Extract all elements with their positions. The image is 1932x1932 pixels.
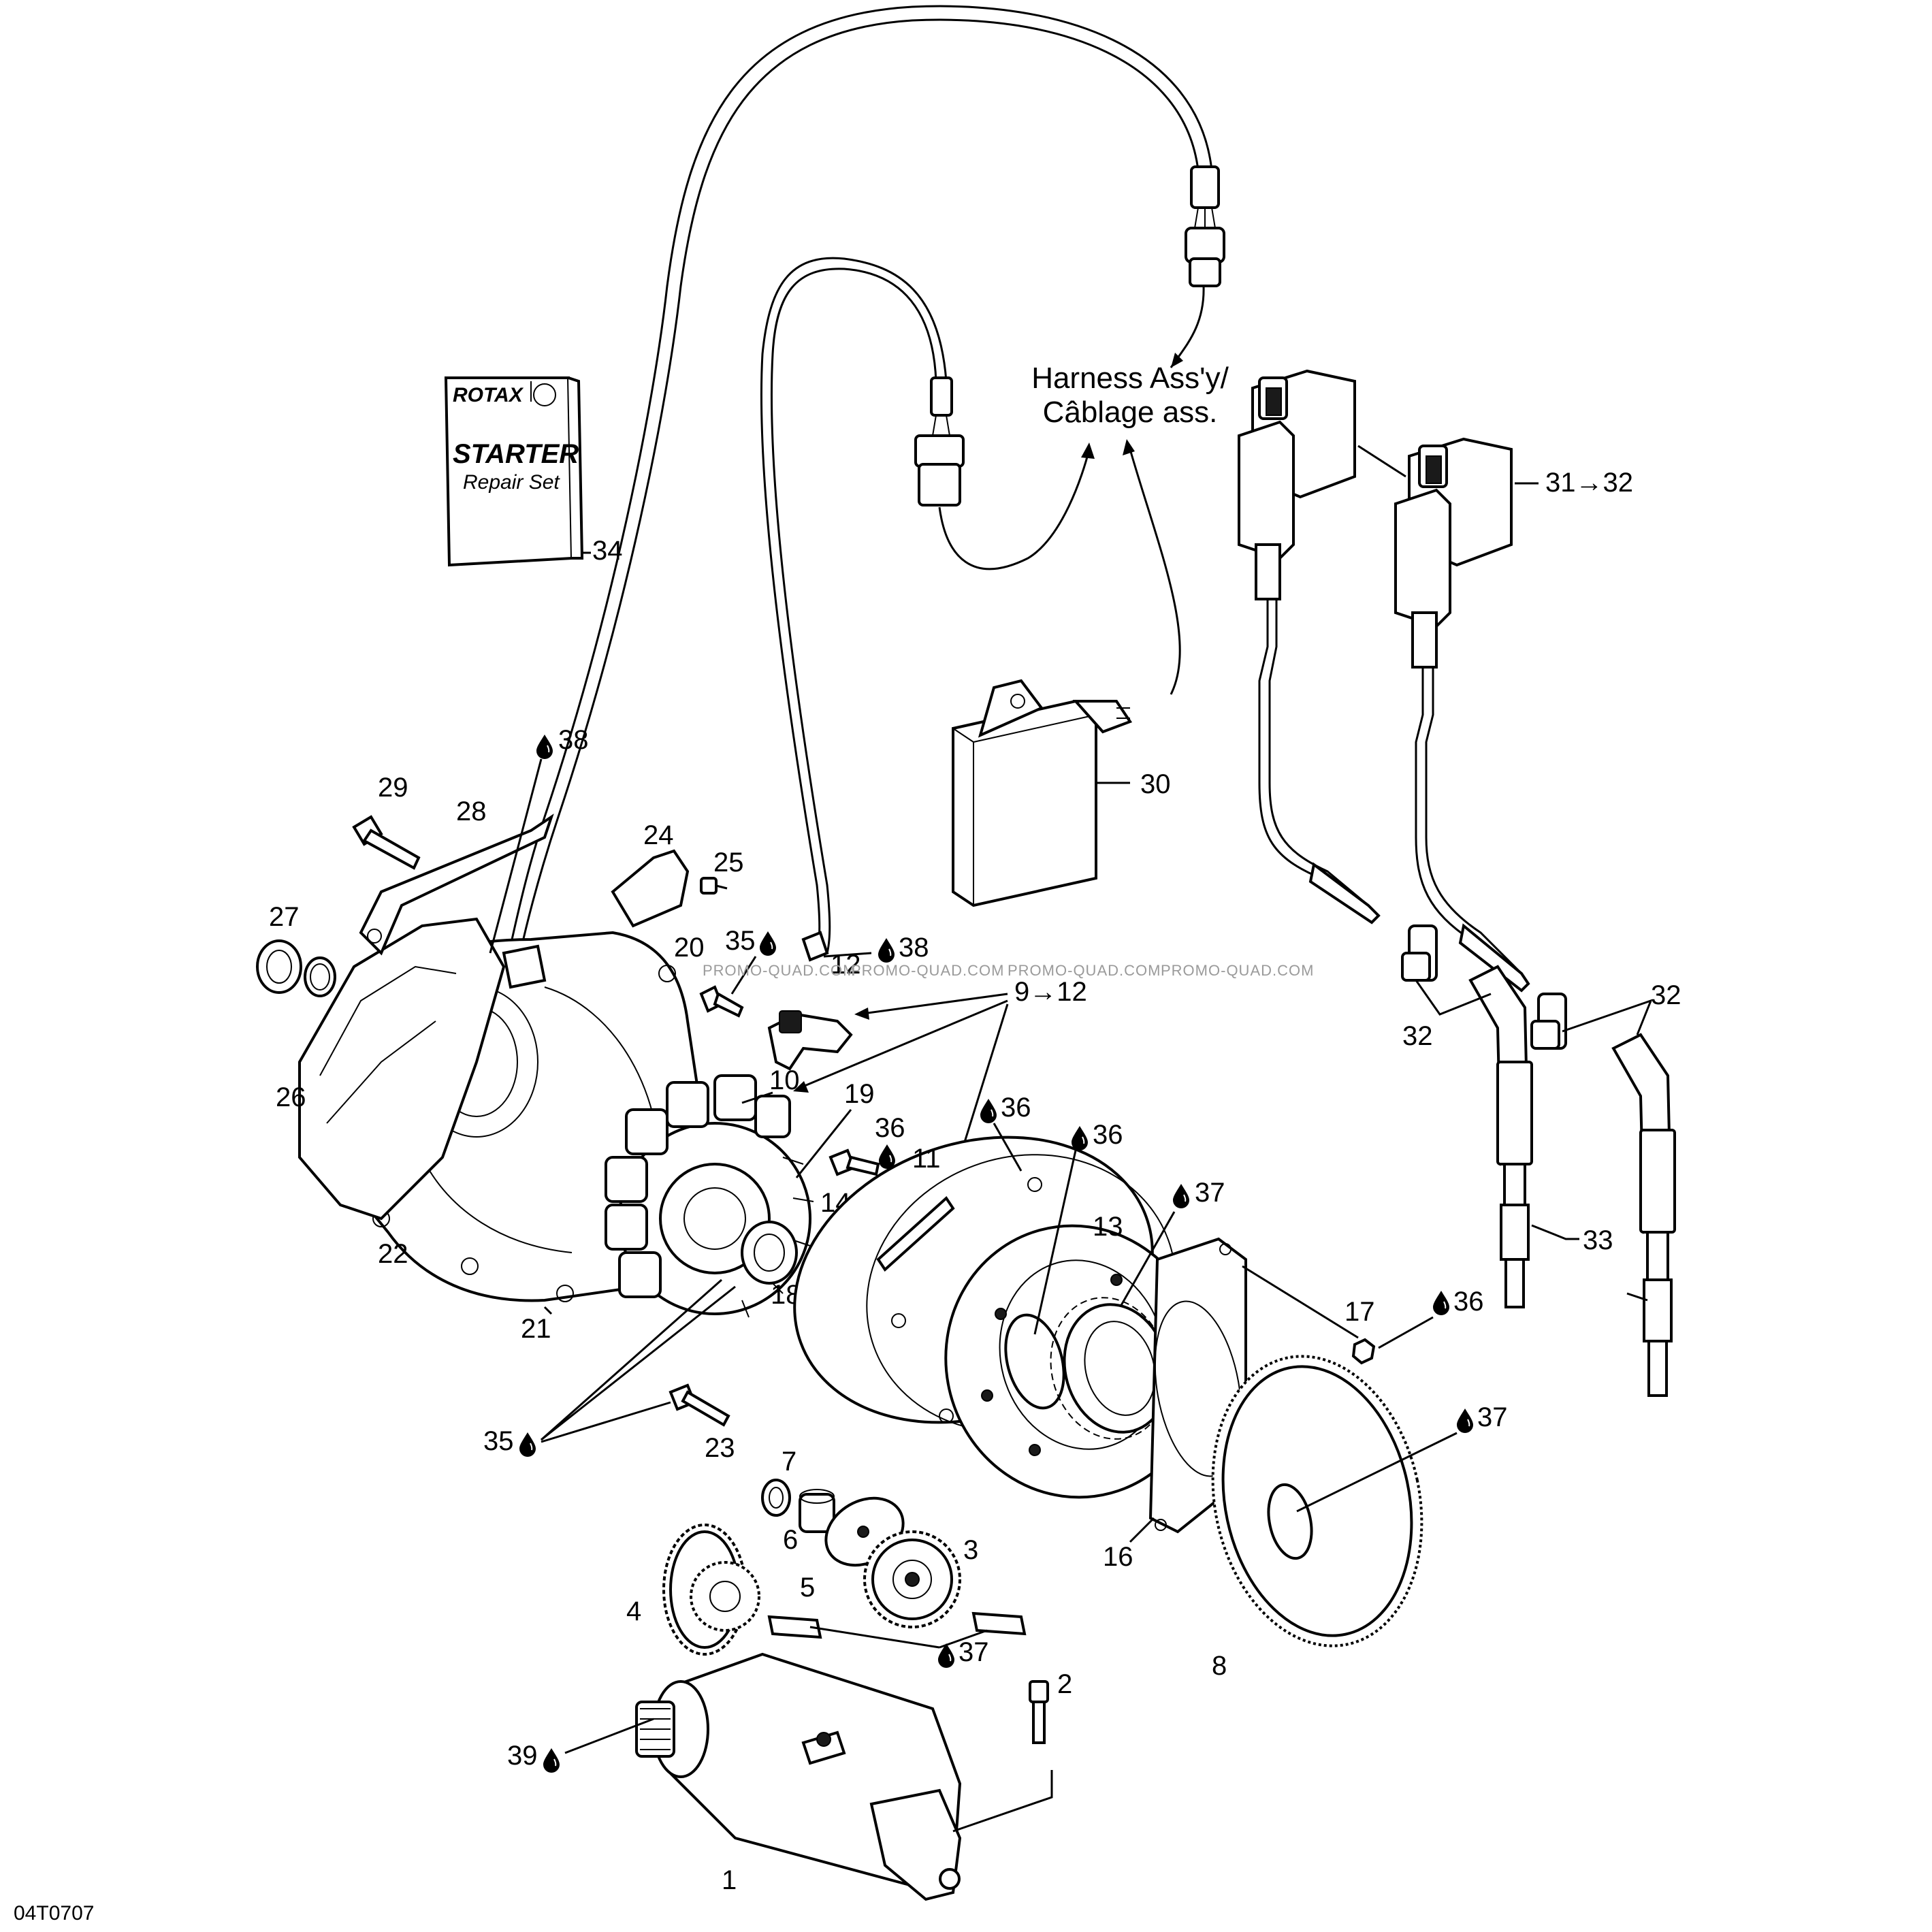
callout-2: 2	[1057, 1669, 1072, 1699]
callout-29: 29	[378, 773, 408, 803]
starter-repair-set-manual: ROTAX STARTER Repair Set	[444, 376, 584, 567]
drop-icon	[878, 937, 895, 963]
callout-8: 8	[1212, 1651, 1227, 1681]
callout-35-b: 35	[483, 1426, 514, 1456]
harness-label-line1: Harness Ass'y/	[1031, 361, 1229, 395]
drop-icon	[1456, 1408, 1474, 1434]
screw-29	[352, 815, 421, 870]
harness-connector-top	[1185, 165, 1225, 287]
drop-icon	[536, 734, 553, 760]
cover-plate-24	[611, 849, 690, 928]
nut-17	[1351, 1338, 1376, 1365]
callout-9-12: 9→12	[1014, 977, 1087, 1007]
callout-32-b: 32	[1651, 980, 1681, 1010]
callout-16: 16	[1103, 1542, 1133, 1572]
drop-icon	[1172, 1183, 1190, 1209]
callout-31-32: 31→32	[1545, 468, 1633, 498]
drop-icon	[878, 1144, 896, 1170]
reduction-gear-4	[662, 1524, 760, 1656]
spark-plug-cap-1	[1401, 924, 1533, 1308]
crankcase-housing	[298, 917, 506, 1221]
ignition-coil-2	[1394, 437, 1530, 993]
screw-25	[700, 877, 728, 895]
callout-4: 4	[626, 1596, 641, 1626]
cdi-module	[952, 679, 1133, 907]
callout-25: 25	[713, 848, 744, 878]
callout-22: 22	[378, 1239, 408, 1269]
manual-title: STARTER	[453, 439, 579, 469]
bushing-6	[799, 1489, 835, 1533]
callout-39: 39	[507, 1741, 538, 1771]
watermark-2: PROMO-QUAD.COM	[851, 962, 1004, 979]
callout-13: 13	[1093, 1212, 1123, 1242]
ignition-coil-1	[1238, 369, 1381, 924]
drop-icon	[759, 931, 777, 956]
screw-20	[699, 985, 744, 1018]
bracket-28	[359, 814, 554, 956]
callout-35-a: 35	[725, 926, 756, 956]
callout-30: 30	[1140, 769, 1171, 799]
screw-2	[1029, 1680, 1049, 1744]
callout-36-b: 36	[1001, 1093, 1031, 1123]
callout-17: 17	[1345, 1297, 1375, 1327]
drop-icon	[980, 1098, 997, 1124]
callout-37-b: 37	[1477, 1402, 1508, 1432]
drop-icon	[1071, 1125, 1089, 1151]
callout-27: 27	[269, 902, 300, 932]
callout-36-a: 36	[875, 1113, 905, 1143]
callout-37-a: 37	[1195, 1178, 1225, 1208]
drop-icon	[519, 1432, 536, 1458]
callout-20: 20	[674, 933, 705, 963]
callout-1: 1	[722, 1865, 737, 1895]
callout-21: 21	[521, 1314, 551, 1344]
oil-plug	[256, 939, 302, 994]
trigger-coil	[767, 931, 853, 1071]
harness-wires	[506, 5, 1213, 967]
callout-28: 28	[456, 796, 487, 826]
drawing-code: 04T0707	[14, 1902, 94, 1925]
idler-gear-3	[863, 1530, 961, 1628]
callout-36-c: 36	[1093, 1120, 1123, 1150]
callout-38-a: 38	[558, 725, 589, 755]
callout-37-c: 37	[959, 1637, 989, 1667]
callout-26: 26	[276, 1082, 306, 1112]
harness-connector-left	[914, 376, 965, 506]
callout-19: 19	[844, 1079, 875, 1109]
manual-brand: ROTAX	[453, 384, 524, 406]
washer-7	[761, 1479, 791, 1517]
spark-plug-cap-2	[1530, 993, 1676, 1397]
callout-11: 11	[912, 1144, 941, 1174]
callout-7: 7	[782, 1447, 796, 1477]
callout-6: 6	[783, 1525, 798, 1555]
watermark-3: PROMO-QUAD.COM	[1008, 962, 1161, 979]
manual-subtitle: Repair Set	[463, 471, 560, 494]
callout-24: 24	[643, 820, 674, 850]
watermark-4: PROMO-QUAD.COM	[1161, 962, 1314, 979]
callout-36-d: 36	[1453, 1287, 1484, 1317]
callout-38-b: 38	[899, 933, 929, 963]
o-ring	[304, 956, 336, 997]
callout-23: 23	[705, 1433, 735, 1463]
drop-icon	[543, 1748, 560, 1773]
callout-32-a: 32	[1402, 1021, 1433, 1051]
screw-14	[828, 1148, 880, 1176]
watermark-1: PROMO-QUAD.COM	[703, 962, 856, 979]
callout-33: 33	[1583, 1225, 1613, 1255]
drop-icon	[1432, 1290, 1450, 1316]
harness-label-line2: Câblage ass.	[1043, 396, 1218, 429]
screw-23	[669, 1383, 730, 1427]
callout-3: 3	[963, 1535, 978, 1565]
washer	[741, 1221, 798, 1285]
callout-10: 10	[769, 1065, 800, 1095]
starter-motor	[635, 1652, 962, 1901]
callout-5: 5	[800, 1573, 815, 1603]
shafts	[767, 1611, 1027, 1639]
callout-34: 34	[592, 536, 623, 566]
